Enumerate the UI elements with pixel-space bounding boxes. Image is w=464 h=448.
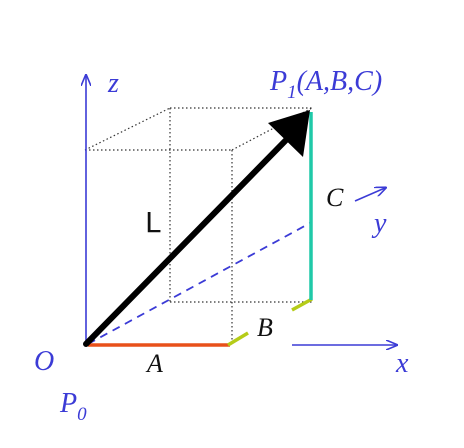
p0-label: P0	[59, 388, 87, 425]
vector-L-arrowhead	[268, 110, 310, 157]
segment-B-upper	[291, 297, 313, 312]
origin-label: O	[34, 346, 54, 377]
component-C-label: C	[326, 183, 344, 212]
y-axis	[354, 188, 385, 202]
dotted-box	[84, 107, 313, 345]
y-axis-label: y	[371, 208, 387, 239]
floor-diagonal	[87, 221, 313, 345]
x-axis-label: x	[395, 348, 409, 379]
segment-B-lower	[227, 331, 249, 347]
vector-L-label: L	[145, 206, 161, 239]
z-axis-label: z	[107, 68, 119, 99]
p1-label: P1(A,B,C)	[269, 66, 382, 103]
component-A-label: A	[145, 349, 163, 378]
component-B-label: B	[257, 313, 273, 342]
vector-L-shaft	[83, 133, 293, 347]
